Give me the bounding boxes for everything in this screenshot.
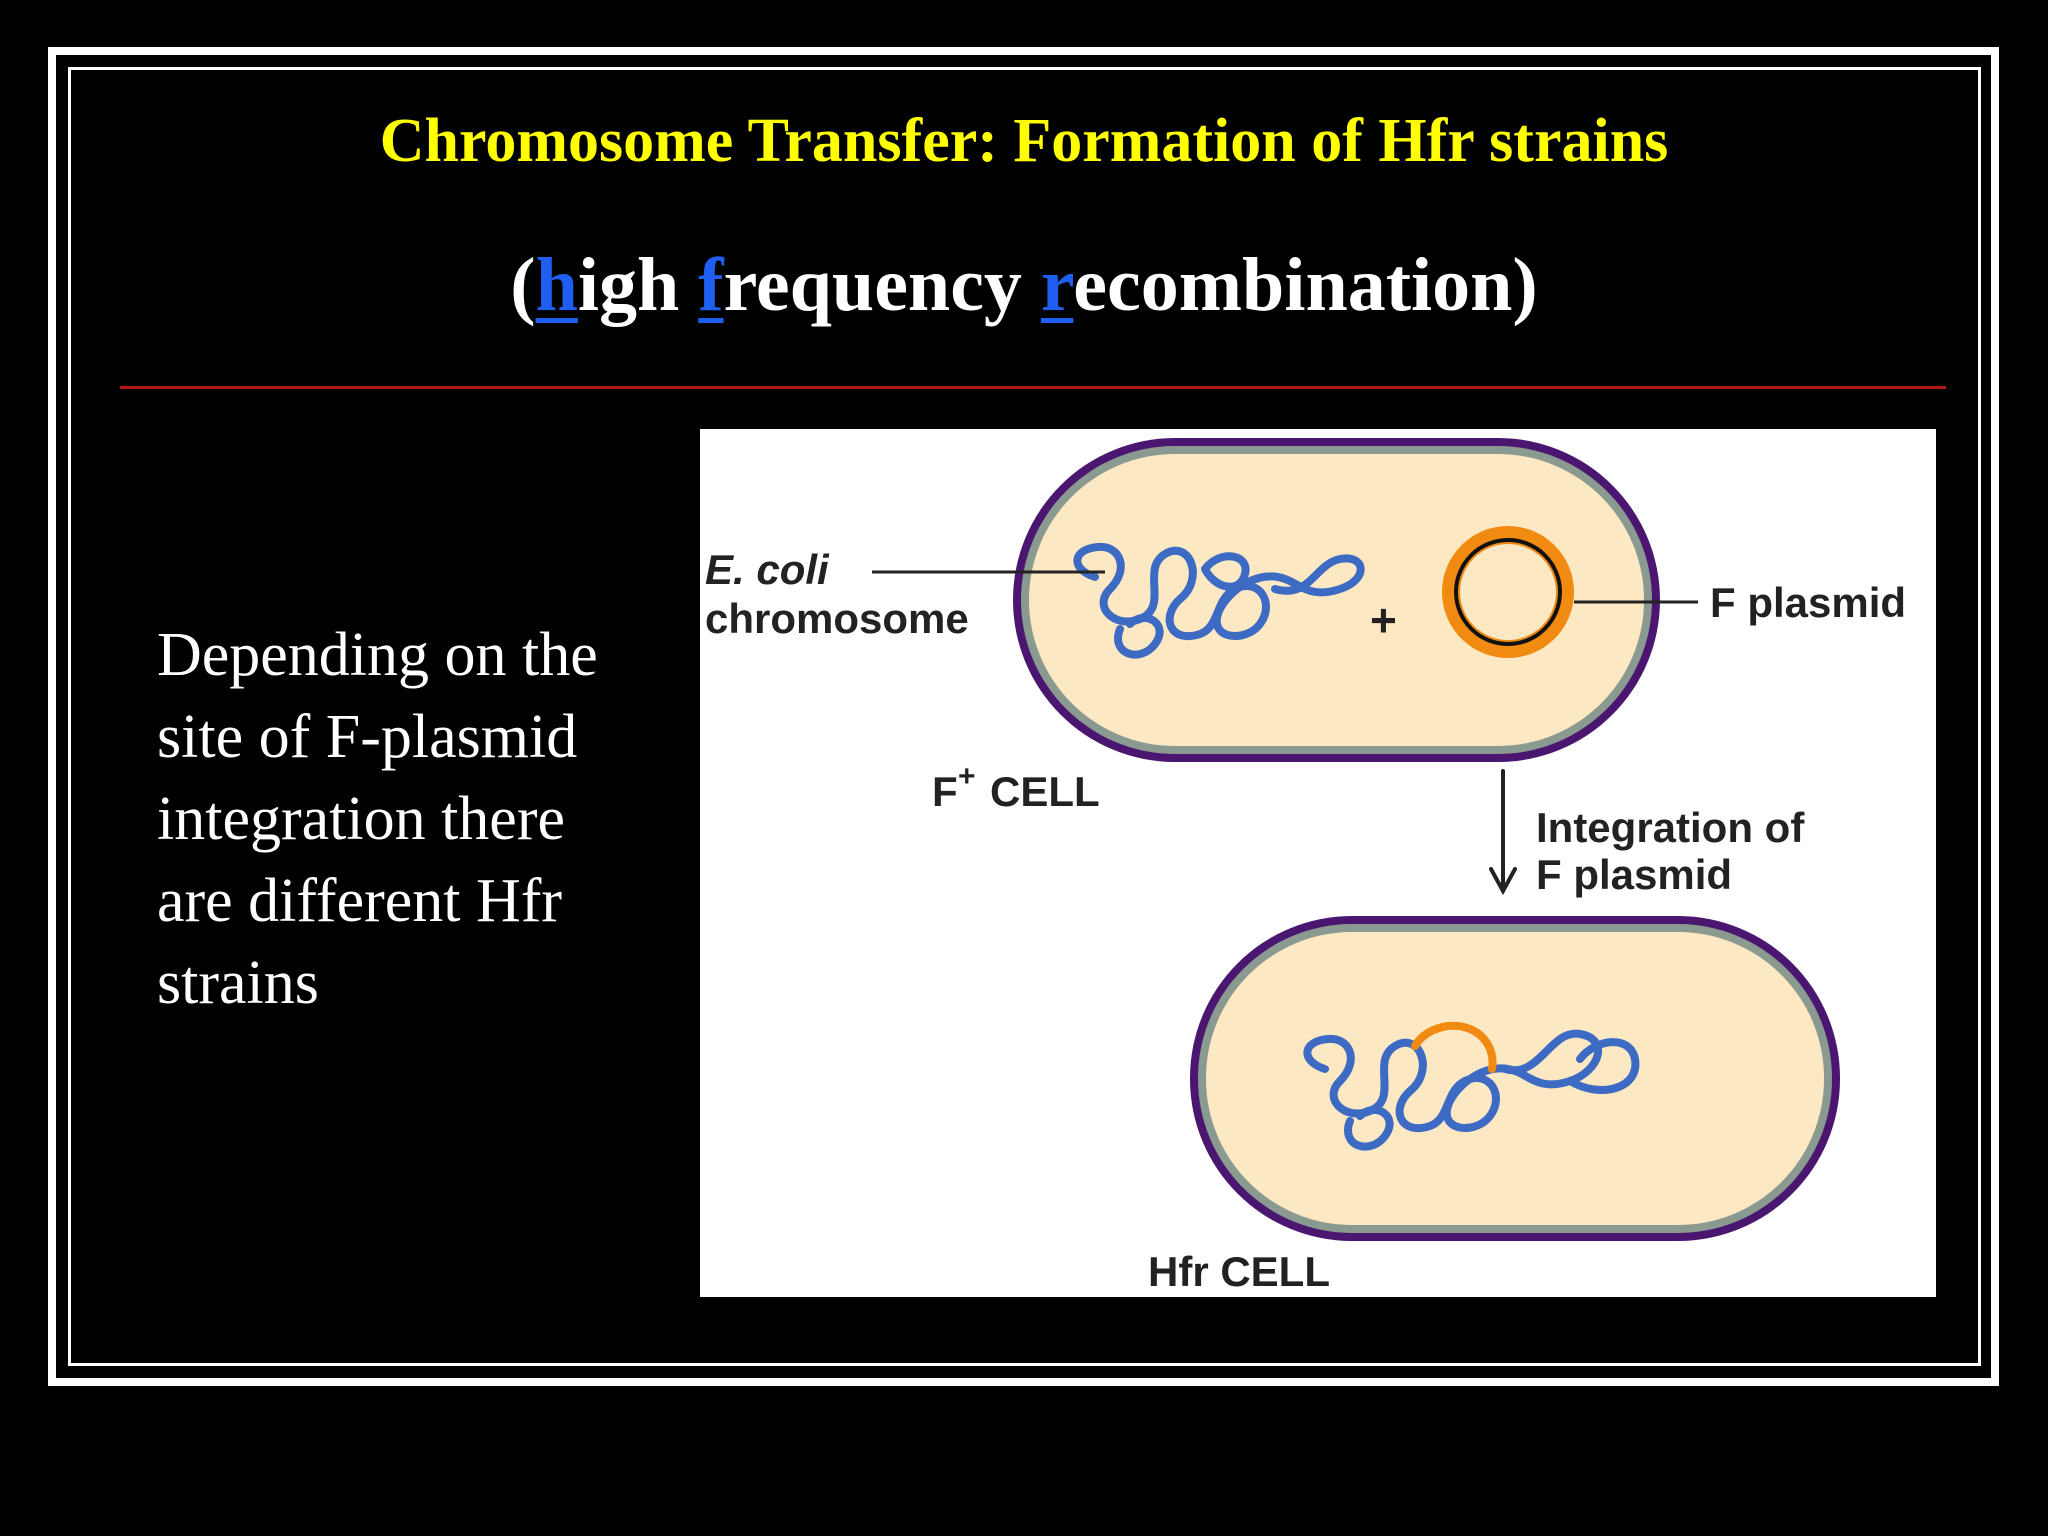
label-fcell-cell: CELL xyxy=(990,768,1100,815)
body-text: Depending on the site of F-plasmid integ… xyxy=(157,621,598,1017)
hfr-formation-diagram: E. coli chromosome + F plasmid F + CELL … xyxy=(700,429,1936,1297)
subtitle-highlight-f: f xyxy=(698,243,724,327)
label-fcell-plus: + xyxy=(958,760,976,793)
subtitle-highlight-r: r xyxy=(1040,243,1074,327)
title-divider xyxy=(120,386,1946,389)
f-plus-cell xyxy=(1013,438,1660,762)
hfr-cell xyxy=(1190,916,1840,1241)
label-hfr-cell: Hfr CELL xyxy=(1148,1248,1330,1295)
f-plus-cytoplasm xyxy=(1029,454,1644,746)
hfr-cytoplasm xyxy=(1206,932,1824,1225)
label-fcell-f: F xyxy=(932,768,958,815)
label-plus: + xyxy=(1370,594,1397,646)
f-plasmid-ring xyxy=(1442,526,1574,658)
slide-subtitle: (high frequency recombination) xyxy=(0,240,2048,330)
subtitle-text-igh: igh xyxy=(577,243,699,327)
slide-title: Chromosome Transfer: Formation of Hfr st… xyxy=(379,107,1669,175)
subtitle-text-requency: requency xyxy=(723,243,1041,327)
label-integration-line1: Integration of xyxy=(1536,804,1805,851)
subtitle-highlight-h: h xyxy=(535,243,578,327)
label-chromosome: chromosome xyxy=(705,595,969,642)
label-ecoli: E. coli xyxy=(705,546,830,593)
hfr-chromosome xyxy=(1303,1021,1640,1151)
slide-outer-frame xyxy=(48,47,1999,1386)
slide-inner-frame xyxy=(68,67,1981,1366)
label-integration-line2: F plasmid xyxy=(1536,851,1732,898)
label-f-plasmid: F plasmid xyxy=(1710,579,1906,626)
integration-arrow xyxy=(1489,769,1517,896)
ecoli-chromosome xyxy=(1073,542,1365,659)
subtitle-open-paren: ( xyxy=(510,243,536,327)
subtitle-text-ecombination: ecombination) xyxy=(1073,243,1538,327)
